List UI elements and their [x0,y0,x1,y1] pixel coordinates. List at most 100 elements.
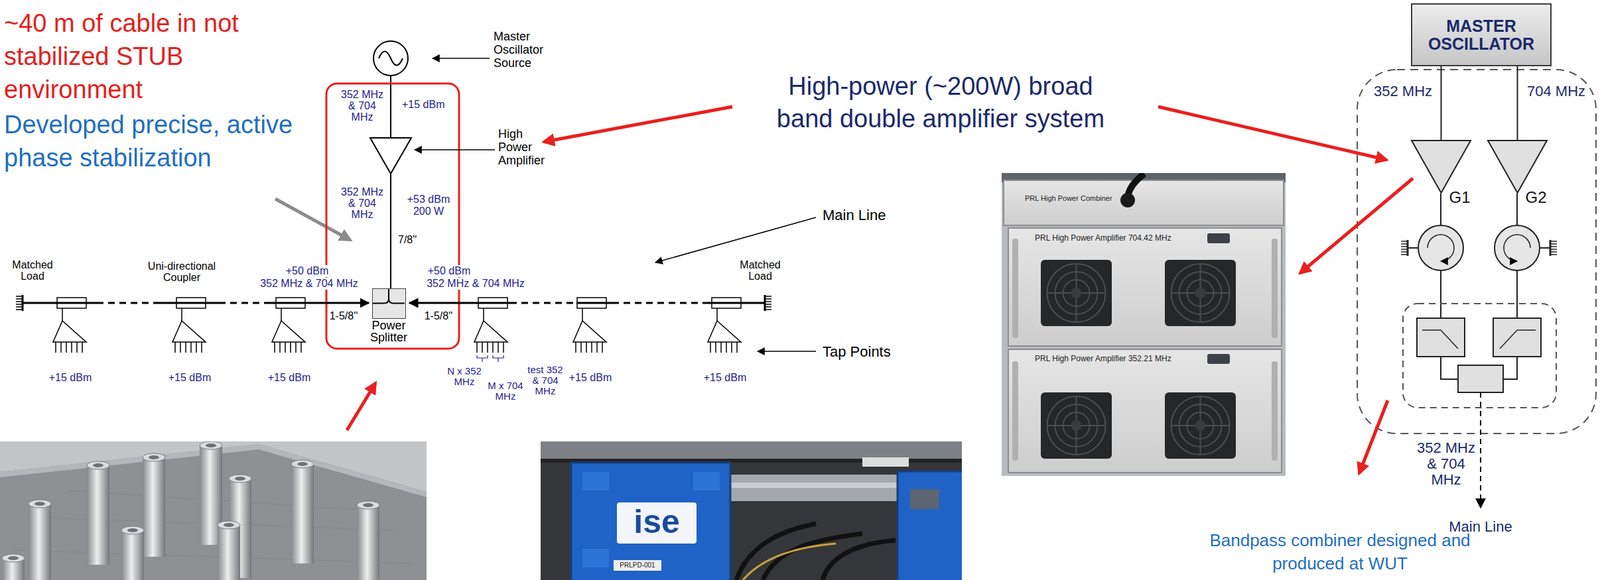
part-label: Main Line [822,206,886,225]
amplifier-shape [1487,139,1548,194]
cable-size: 7/8'' [398,234,417,247]
installation-photo [693,472,720,491]
amplifier-chain [1357,69,1597,509]
amplifier-chain [1402,303,1557,408]
panel-text: PRL High Power Combiner [1024,194,1113,203]
panel-text: PRL High Power Amplifier 704.42 MHz [1034,233,1172,243]
callout-arrow [1359,400,1388,474]
master-oscillator-box: MASTER OSCILLATOR [1410,3,1552,67]
signal-label: test 352 & 704 MHz [523,364,568,397]
power-label: +53 dBm 200 W [401,193,456,218]
amplifier-rack-photo [1012,361,1019,462]
signal-line [1517,66,1519,140]
power-label: +15 dBm [401,98,445,111]
note-text: ~40 m of cable in not stabilized STUB en… [3,6,303,107]
highlight-frame [326,83,460,349]
power-label: +15 dBm [163,372,217,385]
main-line [576,302,613,305]
amplifier-chain [1400,241,1408,255]
main-line [510,302,577,305]
amplifier-rack-photo [1040,260,1112,327]
feed-line [390,75,392,138]
amplifier-rack-photo [1271,361,1278,462]
amplifier-rack-photo [1003,180,1284,226]
tap-point-symbol [573,297,607,353]
amplifier-rack-photo [1164,392,1236,460]
part-label: Main Line [822,206,886,225]
part-label: Master Oscillator Source [493,29,554,70]
installation-photo [862,457,909,467]
signal-label: 352 MHz & 704 MHz [1416,440,1476,489]
bracket [476,355,504,363]
tap-point-symbol [271,297,306,353]
main-line [218,302,266,305]
amplifier-rack-photo [1008,349,1282,473]
main-line [22,302,97,305]
signal-label: M x 704 MHz [485,380,526,402]
callout-arrow [1300,178,1413,274]
part-label: Matched Load [736,259,784,282]
main-line [265,302,369,305]
main-line [510,301,577,306]
amplifier-chain [1494,225,1540,271]
cable-size: 1-5/8'' [423,310,455,323]
splitter-photo [86,461,110,566]
panel-text: PRL High Power Combiner [1024,194,1113,203]
power-label: +15 dBm [563,372,617,385]
power-label: +15 dBm [401,98,445,111]
main-line [703,302,765,305]
amplifier-chain [1493,318,1541,357]
installation-photo [910,489,940,510]
leader-line [757,350,816,353]
callout-arrow [346,106,1413,474]
amplifier-rack-photo [1001,173,1286,477]
tag-text: PRLPD-001 [613,560,662,572]
installation-photo [726,482,906,489]
amplifier-rack-photo [1120,193,1135,208]
main-line [157,302,219,305]
note-text: ~40 m of cable in not stabilized STUB en… [3,6,303,107]
amplifier-chain [1407,247,1419,249]
amplifier-chain [1416,318,1465,357]
installation-photo [540,441,962,460]
part-label: Matched Load [9,259,56,282]
amplifier-shape [1410,139,1472,194]
oscillator-symbol [373,41,408,76]
amplifier-triangle: G1 [1410,139,1472,194]
splitter-photo [28,500,52,580]
feed-line [390,173,392,289]
matched-load-symbol [21,295,24,312]
amplifier-shape [1487,140,1547,194]
splitter-photo [291,460,314,564]
signal-label: 352 MHz & 704 MHz [338,186,386,221]
signal-label: 352 MHz & 704 MHz [338,186,386,221]
logo-text: ise [616,503,697,541]
cable-size: 7/8'' [398,234,417,247]
matched-load-symbol [15,296,23,310]
splitter-photo [1,554,25,580]
oscillator-symbol [373,41,408,76]
signal-label: test 352 & 704 MHz [523,364,568,397]
callout-arrow [1158,106,1387,160]
installation-photo [736,524,896,580]
bracket [476,355,488,363]
frequency-label: 352 MHz [1373,83,1433,100]
cable-size: 1-5/8'' [328,310,360,323]
amplifier-triangle: G2 [1487,139,1548,194]
note-text: Developed precise, active phase stabiliz… [3,108,303,175]
part-label: Uni-directional Coupler [145,260,219,284]
amplifier-chain [1440,270,1442,319]
amplifier-symbol [370,137,412,174]
signal-label: 352 MHz & 704 MHz [256,277,363,290]
part-label: Tap Points [822,343,891,361]
signal-label: N x 352 MHz [444,366,485,388]
amplifier-chain [1499,330,1536,349]
signal-label: N x 352 MHz [444,366,485,388]
cable-size: 1-5/8'' [421,310,456,323]
callout-arrow [543,106,733,142]
leader-line [414,149,495,151]
gain-label: G2 [1525,189,1547,206]
logo-text: ise [616,503,697,541]
installation-photo [897,471,962,580]
